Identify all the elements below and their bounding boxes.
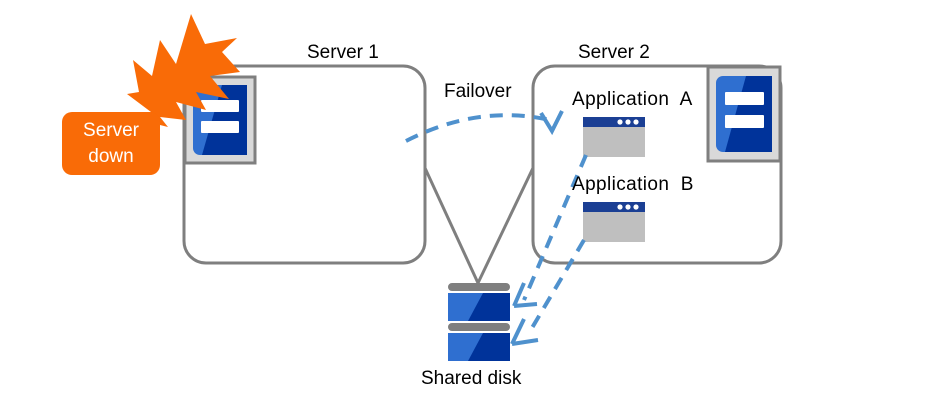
app-window-icon <box>583 202 645 242</box>
application-a-to-disk-arrow <box>512 154 588 308</box>
application-b-to-disk-arrow <box>510 238 586 346</box>
server-1-title: Server 1 <box>307 42 379 63</box>
disk-stack-icon <box>448 283 510 361</box>
server-tower-icon <box>706 65 782 163</box>
connector-server-2-to-disk <box>476 167 535 284</box>
connector-server-1-to-disk <box>423 167 480 284</box>
shared-disk-label: Shared disk <box>421 368 522 389</box>
failover-label: Failover <box>444 81 512 102</box>
lightning-burst-icon <box>127 14 240 127</box>
application-b-label: Application B <box>572 174 694 195</box>
server-down-badge[interactable] <box>62 112 160 175</box>
app-window-icon <box>583 117 645 157</box>
server-2-title: Server 2 <box>578 42 650 63</box>
failover-arrow <box>405 110 564 143</box>
application-a-label: Application A <box>572 89 693 110</box>
